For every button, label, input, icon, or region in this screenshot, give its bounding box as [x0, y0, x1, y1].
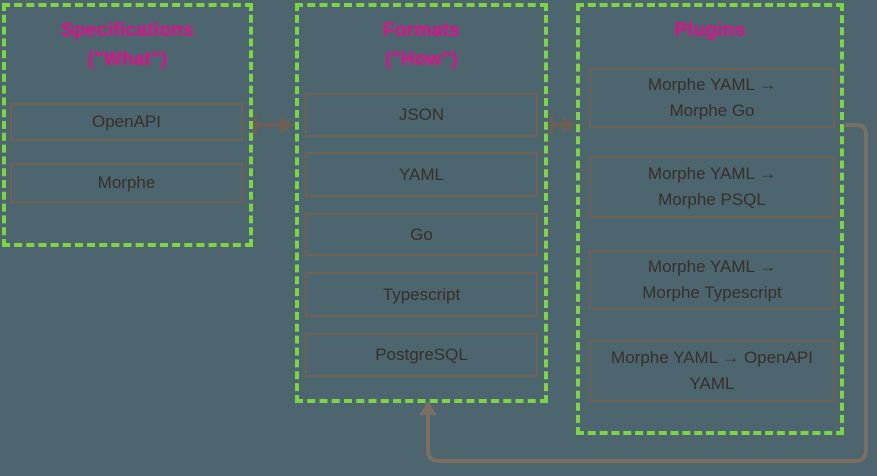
node-morphe-yaml-to-morphe-typescript: Morphe YAML → Morphe Typescript	[589, 250, 835, 310]
node-label-line: YAML	[689, 374, 735, 393]
arrow-head-icon	[280, 116, 293, 134]
node-json-label: JSON	[398, 105, 445, 124]
node-json: JSON	[305, 93, 538, 137]
arrow-formats-to-plugins	[549, 116, 576, 134]
node-label-line: Morphe Go	[669, 101, 755, 120]
node-go-label: Go	[410, 224, 433, 244]
formats-title: Formats ("How")	[299, 7, 544, 74]
node-label-line: Morphe PSQL	[658, 190, 766, 209]
container-specifications: Specifications ("What") OpenAPI Morphe	[2, 3, 253, 247]
formats-title-line1: Formats	[382, 20, 461, 41]
node-openapi: OpenAPI	[10, 103, 243, 141]
arrow-specifications-to-formats	[253, 116, 293, 134]
formats-title-line2: ("How")	[385, 49, 458, 70]
node-typescript: Typescript	[305, 272, 538, 317]
node-label-line: Morphe YAML → OpenAPI	[611, 348, 813, 367]
node-label-line: Morphe Typescript	[642, 283, 782, 302]
node-label-line: Morphe YAML →	[647, 164, 777, 183]
node-typescript-label: Typescript	[382, 284, 461, 304]
specifications-title-line1: Specifications	[60, 20, 195, 41]
node-openapi-label: OpenAPI	[92, 112, 161, 131]
node-yaml-label: YAML	[398, 164, 445, 184]
plugins-title-line1: Plugins	[674, 20, 746, 41]
plugins-title: Plugins	[580, 7, 840, 45]
arrow-tail-bar	[549, 116, 553, 134]
node-postgresql: PostgreSQL	[305, 333, 538, 377]
node-yaml: YAML	[305, 152, 538, 197]
node-go: Go	[305, 213, 538, 256]
container-formats: Formats ("How") JSON YAML Go Typescript …	[295, 3, 548, 403]
specifications-title: Specifications ("What")	[6, 7, 249, 74]
node-morphe-label: Morphe	[97, 173, 156, 192]
node-label-line: Morphe YAML →	[647, 75, 777, 94]
specifications-title-line2: ("What")	[87, 49, 168, 70]
container-plugins: Plugins Morphe YAML → Morphe Go Morphe Y…	[576, 3, 844, 435]
node-morphe: Morphe	[10, 163, 243, 203]
arrow-tail-bar	[253, 116, 257, 134]
feedback-arrow-head-icon	[419, 401, 437, 415]
node-label-line: Morphe YAML →	[647, 257, 777, 276]
arrow-head-icon	[563, 116, 576, 134]
node-morphe-yaml-to-morphe-go: Morphe YAML → Morphe Go	[589, 68, 835, 128]
node-postgresql-label: PostgreSQL	[375, 345, 468, 364]
node-morphe-yaml-to-morphe-psql: Morphe YAML → Morphe PSQL	[589, 156, 835, 218]
node-morphe-yaml-to-openapi-yaml: Morphe YAML → OpenAPI YAML	[589, 340, 835, 402]
